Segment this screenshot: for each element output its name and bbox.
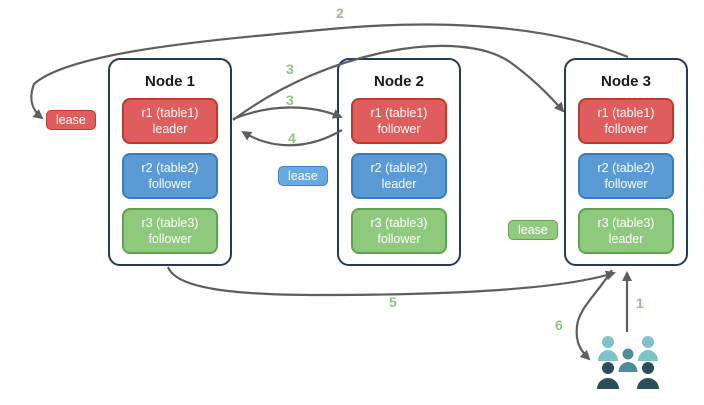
replica-name: r1 (table1) bbox=[597, 105, 655, 120]
replica-role: follower bbox=[148, 177, 192, 191]
clients-group-icon bbox=[597, 336, 659, 389]
replica-role: follower bbox=[148, 232, 192, 246]
replica-role: leader bbox=[152, 122, 188, 136]
replica-role: follower bbox=[604, 177, 648, 191]
replica-name: r3 (table3) bbox=[597, 215, 655, 230]
step-label-4: 4 bbox=[288, 130, 296, 146]
step-label-2: 2 bbox=[336, 5, 344, 21]
replica-name: r2 (table2) bbox=[597, 160, 655, 175]
arrow-step5 bbox=[166, 266, 616, 297]
node-2-title: Node 2 bbox=[373, 73, 424, 90]
replica-name: r2 (table2) bbox=[370, 160, 428, 175]
replica-role: follower bbox=[377, 122, 421, 136]
node-1-replica-r1: r1 (table1) leader bbox=[122, 98, 218, 144]
node-3-replica-r2: r2 (table2) follower bbox=[578, 153, 674, 199]
node-3-replica-r3: r3 (table3) leader bbox=[578, 208, 674, 254]
client-back-right bbox=[638, 336, 658, 361]
replica-role: follower bbox=[377, 232, 421, 246]
replica-name: r2 (table2) bbox=[141, 160, 199, 175]
step-label-6: 6 bbox=[555, 317, 563, 333]
replica-name: r1 (table1) bbox=[141, 105, 199, 120]
replica-name: r3 (table3) bbox=[370, 215, 428, 230]
node-1-replica-r2: r2 (table2) follower bbox=[122, 153, 218, 199]
node-2-replica-r2: r2 (table2) leader bbox=[351, 153, 447, 199]
replica-name: r1 (table1) bbox=[370, 105, 428, 120]
client-back-left bbox=[598, 336, 618, 361]
node-1-title: Node 1 bbox=[144, 73, 195, 90]
node-2-replica-r3: r3 (table3) follower bbox=[351, 208, 447, 254]
client-front-right bbox=[637, 362, 659, 389]
node-1-replica-r3: r3 (table3) follower bbox=[122, 208, 218, 254]
lease-badge-r3: lease bbox=[508, 220, 558, 240]
node-3-replica-r1: r1 (table1) follower bbox=[578, 98, 674, 144]
lease-badge-r1: lease bbox=[46, 110, 96, 130]
replica-role: follower bbox=[604, 122, 648, 136]
step-label-5: 5 bbox=[389, 294, 397, 310]
replica-name: r3 (table3) bbox=[141, 215, 199, 230]
client-front-left bbox=[597, 362, 619, 389]
replica-role: leader bbox=[381, 177, 417, 191]
node-2-replica-r1: r1 (table1) follower bbox=[351, 98, 447, 144]
arrow-step3-to-node2 bbox=[232, 106, 343, 121]
step-label-3a: 3 bbox=[286, 61, 294, 77]
client-middle bbox=[618, 348, 638, 372]
node-1: Node 1 r1 (table1) leader r2 (table2) fo… bbox=[108, 58, 232, 266]
node-3: Node 3 r1 (table1) follower r2 (table2) … bbox=[564, 58, 688, 266]
step-label-1: 1 bbox=[636, 295, 644, 311]
lease-badge-r2: lease bbox=[278, 166, 328, 186]
node-3-title: Node 3 bbox=[600, 73, 651, 90]
replica-role: leader bbox=[608, 232, 644, 246]
node-2: Node 2 r1 (table1) follower r2 (table2) … bbox=[337, 58, 461, 266]
step-label-3b: 3 bbox=[286, 92, 294, 108]
